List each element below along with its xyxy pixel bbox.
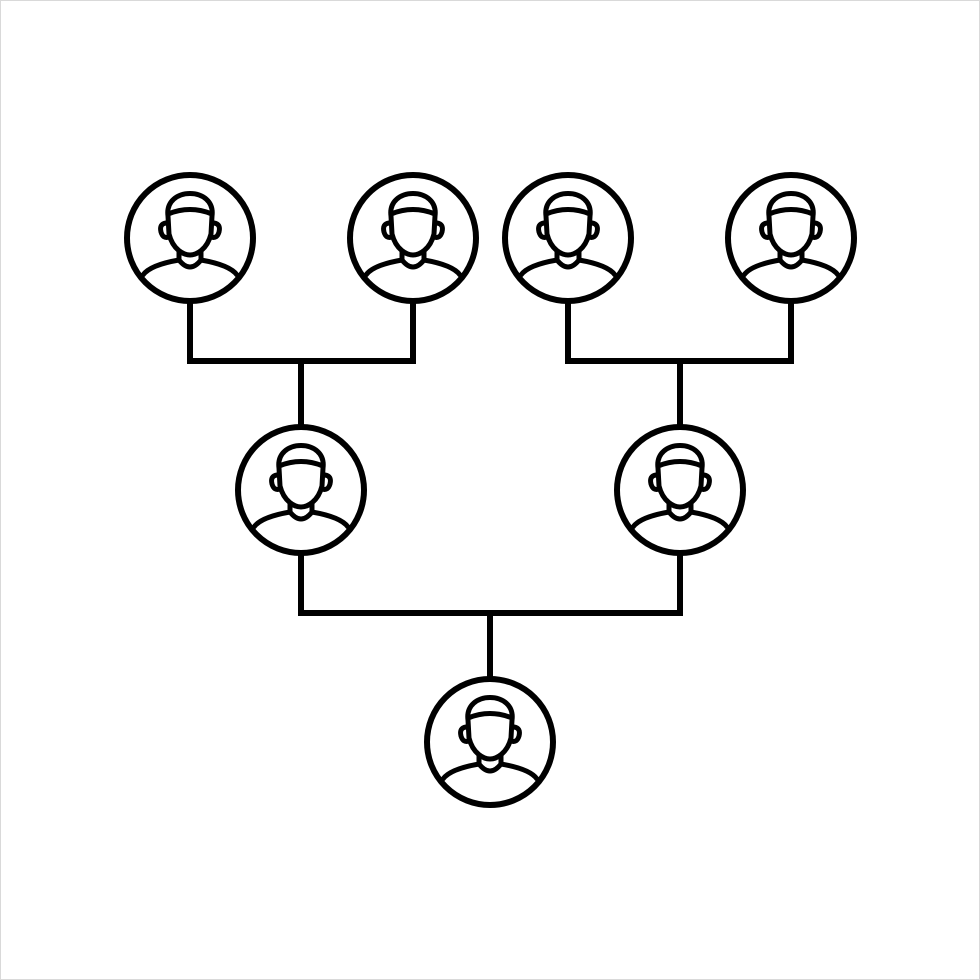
avatar-ring [725, 172, 857, 304]
connector-parent-1 [187, 298, 416, 430]
person-avatar-icon [630, 443, 730, 530]
nodes-layer [124, 172, 857, 808]
connector-child [298, 550, 683, 682]
person-avatar-icon [518, 191, 618, 278]
node-grandparent-2 [347, 172, 479, 304]
connectors-layer [187, 298, 794, 682]
avatar-ring [424, 676, 556, 808]
person-avatar-icon [140, 191, 240, 278]
avatar-ring [502, 172, 634, 304]
person-avatar-icon [251, 443, 351, 530]
avatar-ring [235, 424, 367, 556]
node-child [424, 676, 556, 808]
person-avatar-icon [741, 191, 841, 278]
node-grandparent-4 [725, 172, 857, 304]
connector-parent-2 [565, 298, 794, 430]
node-grandparent-3 [502, 172, 634, 304]
avatar-ring [614, 424, 746, 556]
avatar-ring [347, 172, 479, 304]
avatar-ring [124, 172, 256, 304]
node-parent-1 [235, 424, 367, 556]
person-avatar-icon [363, 191, 463, 278]
node-parent-2 [614, 424, 746, 556]
person-avatar-icon [440, 695, 540, 782]
node-grandparent-1 [124, 172, 256, 304]
